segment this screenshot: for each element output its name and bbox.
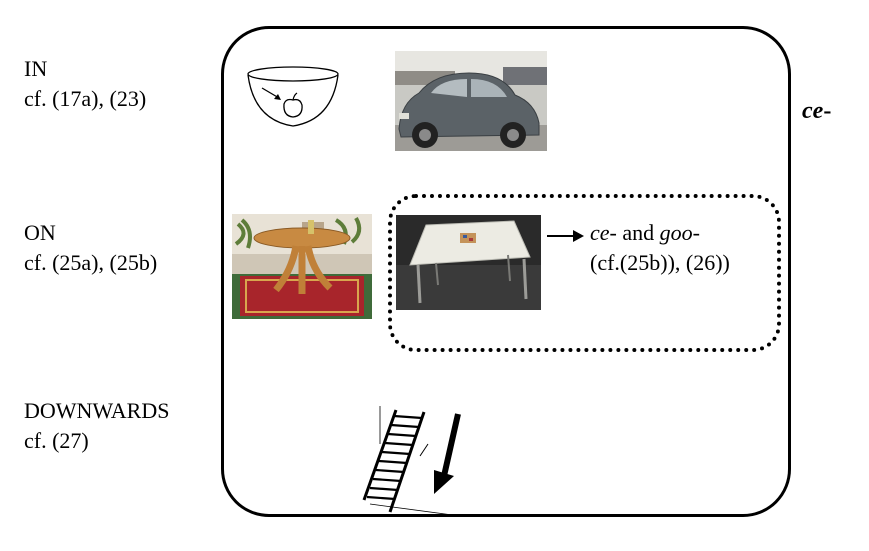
note-goo-word: goo xyxy=(659,220,693,245)
label-on-title: ON xyxy=(24,220,56,245)
ladder-with-arrow-image xyxy=(360,404,466,516)
label-in-ref: cf. (17a), (23) xyxy=(24,86,147,111)
ce-goo-note-line1: ce- and goo- xyxy=(590,218,730,248)
ce-prefix-stem: ce xyxy=(802,98,824,124)
right-arrow-icon xyxy=(546,226,586,246)
wooden-table-photo xyxy=(232,214,372,319)
note-and-text: - and xyxy=(609,220,660,245)
ce-prefix-label: ce- xyxy=(802,98,831,125)
label-on-ref: cf. (25a), (25b) xyxy=(24,250,158,275)
ce-goo-subframe xyxy=(388,194,781,352)
label-in: IN cf. (17a), (23) xyxy=(24,54,146,114)
note-ce-word: ce xyxy=(590,220,610,245)
label-downwards: DOWNWARDS cf. (27) xyxy=(24,396,169,456)
white-table-photo xyxy=(396,215,541,310)
bowl-with-apple-image xyxy=(246,64,342,130)
label-in-title: IN xyxy=(24,56,48,81)
label-downwards-title: DOWNWARDS xyxy=(24,398,170,423)
ce-goo-note: ce- and goo- (cf.(25b)), (26)) xyxy=(590,218,730,278)
car-photo xyxy=(395,51,547,151)
label-downwards-ref: cf. (27) xyxy=(24,428,89,453)
ce-domain-frame xyxy=(221,26,791,517)
ce-prefix-dash: - xyxy=(823,98,832,124)
label-on: ON cf. (25a), (25b) xyxy=(24,218,157,278)
note-goo-dash: - xyxy=(692,220,700,245)
ce-goo-note-line2: (cf.(25b)), (26)) xyxy=(590,250,730,275)
